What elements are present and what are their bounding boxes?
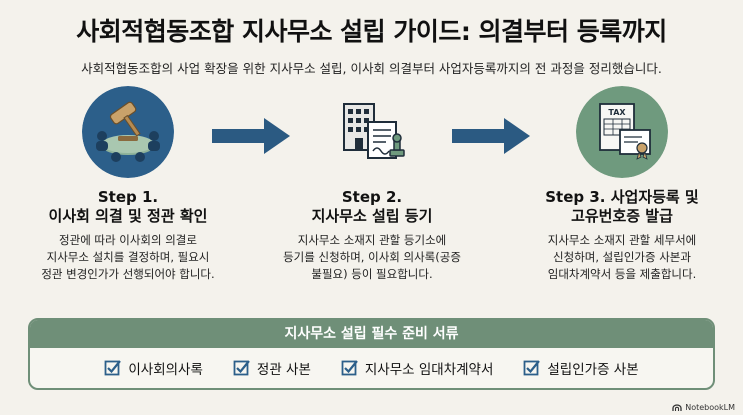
step-3-desc-line: 신청하며, 설립인가증 사본과	[553, 250, 691, 264]
arrow-right-icon	[452, 118, 530, 154]
step-1-desc-line: 지사무소 설치를 결정하며, 필요시	[46, 250, 210, 264]
step-1-label: Step 1.	[97, 188, 159, 206]
step-2-desc-line: 지사무소 소재지 관할 등기소에	[297, 233, 447, 247]
step-2-desc-line: 불필요) 등이 필요합니다.	[311, 267, 433, 281]
arrow-right-icon	[212, 118, 290, 154]
tax-certificate-icon: TAX	[576, 86, 668, 178]
document-item: 정관 사본	[233, 358, 311, 378]
step-2: Step 2. 지사무소 설립 등기 지사무소 소재지 관할 등기소에 등기를 …	[252, 86, 492, 283]
step-2-label: Step 2.	[341, 188, 403, 206]
tax-label: TAX	[608, 108, 626, 117]
page-subtitle: 사회적협동조합의 사업 확장을 위한 지사무소 설립, 이사회 의결부터 사업자…	[81, 61, 662, 76]
documents-header: 지사무소 설립 필수 준비 서류	[30, 320, 713, 348]
document-item: 지사무소 임대차계약서	[341, 358, 494, 378]
document-item-label: 정관 사본	[256, 362, 311, 378]
checkbox-checked-icon	[233, 360, 250, 376]
brand-label: NotebookLM	[685, 403, 735, 412]
step-3-title: 고유번호증 발급	[571, 207, 673, 225]
documents-list: 이사회의사록 정관 사본 지사무소 임대차계약서 설립인가증 사본	[30, 348, 713, 388]
required-documents-box: 지사무소 설립 필수 준비 서류 이사회의사록 정관 사본 지사무소 임대차계약…	[28, 318, 715, 390]
step-3-desc-line: 임대차계약서 등을 제출합니다.	[547, 267, 697, 281]
document-item: 설립인가증 사본	[523, 358, 639, 378]
step-2-desc-line: 등기를 신청하며, 이사회 의사록(공증	[283, 250, 461, 264]
document-item-label: 설립인가증 사본	[547, 362, 639, 378]
step-3-desc-line: 지사무소 소재지 관할 세무서에	[547, 233, 697, 247]
step-3: TAX Step 3. 사업자등록 및 고유번호증 발급 지사무소 소재지 관할…	[502, 86, 742, 283]
step-1-title: 이사회 의결 및 정관 확인	[48, 207, 208, 225]
building-document-icon	[343, 103, 405, 159]
checkbox-checked-icon	[523, 360, 541, 376]
step-1-desc-line: 정관에 따라 이사회의 의결로	[59, 233, 197, 247]
notebooklm-logo-icon	[672, 403, 682, 411]
document-item-label: 이사회의사록	[128, 362, 203, 378]
checkbox-checked-icon	[104, 360, 122, 376]
document-item-label: 지사무소 임대차계약서	[364, 362, 494, 378]
brand-watermark: NotebookLM	[672, 403, 735, 412]
gavel-meeting-icon	[82, 86, 174, 178]
document-item: 이사회의사록	[104, 358, 203, 378]
step-1: Step 1. 이사회 의결 및 정관 확인 정관에 따라 이사회의 의결로 지…	[8, 86, 248, 283]
step-3-label: Step 3. 사업자등록 및	[545, 188, 699, 206]
checkbox-checked-icon	[341, 360, 358, 376]
page-title: 사회적협동조합 지사무소 설립 가이드: 의결부터 등록까지	[76, 17, 667, 46]
step-1-desc-line: 정관 변경인가가 선행되어야 합니다.	[41, 267, 215, 281]
step-2-title: 지사무소 설립 등기	[311, 207, 433, 225]
